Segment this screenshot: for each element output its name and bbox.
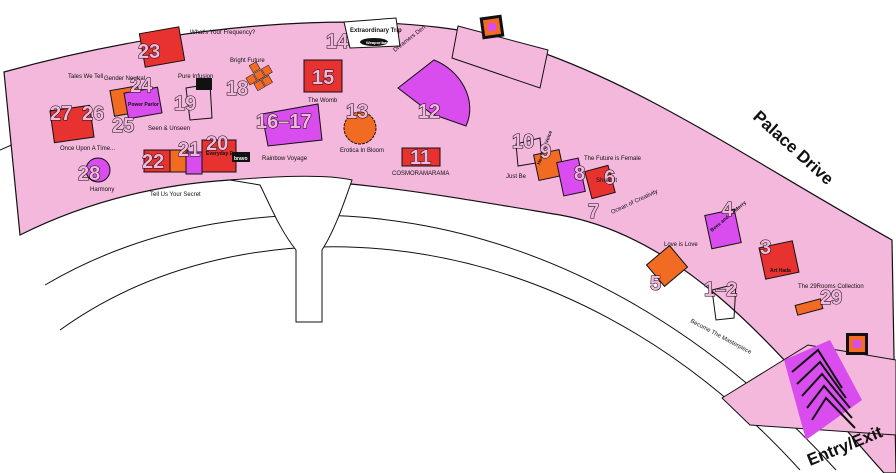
room-27[interactable]: 27 Once Upon A Time... (49, 102, 115, 152)
room-label: Tell Us Your Secret (150, 192, 201, 198)
room-label: Everyday Escape (206, 151, 247, 157)
inner-street-line (59, 246, 801, 471)
room-6[interactable]: 6 Shred It (584, 164, 618, 200)
right-cube-inner (853, 340, 861, 348)
room-label: Love is Love (664, 242, 698, 248)
room-label: What's Your Frequency? (190, 30, 256, 36)
room-number: 23 (138, 41, 160, 63)
room-10[interactable]: 10 Just Be (506, 130, 543, 180)
room-number: 11 (410, 147, 431, 169)
room-label: Pure Infusion (178, 74, 213, 80)
room-label: The Womb (308, 98, 338, 104)
room-24[interactable]: Power Parlor 24 (109, 74, 163, 120)
room-number: 14 (326, 31, 349, 53)
room-11[interactable]: 11 COSMORAMARAMA (392, 146, 449, 177)
room-25[interactable]: 25 Gender Neutral (104, 76, 145, 138)
room-21[interactable]: 21 Seen & Unseen (148, 126, 203, 175)
room-number: 9 (540, 141, 551, 163)
room-18[interactable]: 18 Bright Future (225, 57, 277, 101)
room-label: Bright Future (230, 58, 265, 64)
room-label: Harmony (90, 187, 114, 193)
room-label: Rainbow Voyage (262, 156, 308, 162)
room-number: 12 (418, 101, 440, 123)
room-number: 19 (174, 93, 196, 115)
room-label: Tales We Tell (68, 74, 103, 80)
room-label: Erotica In Bloom (340, 148, 384, 154)
room-number: 28 (78, 163, 100, 185)
top-cube-inner (487, 22, 497, 32)
room-number: 25 (112, 115, 134, 137)
room-label: Once Upon A Time... (60, 146, 115, 152)
room-label: Just Be (506, 174, 527, 180)
room-label: Shred It (596, 178, 617, 184)
room-number: 24 (130, 75, 153, 97)
entry-chevron-icon (784, 340, 862, 440)
room-number: 15 (312, 67, 334, 89)
room-number: 6 (604, 167, 615, 189)
grid-pattern-icon (245, 61, 273, 92)
room-label: Become The Masterpiece (689, 318, 753, 356)
room-number: 8 (574, 163, 585, 185)
room-number: 18 (226, 78, 248, 100)
room-label: The 29Rooms Collection (798, 284, 864, 290)
room-label: Art Hada (770, 268, 791, 274)
room-number: 16–17 (256, 111, 312, 133)
room-number: 3 (760, 237, 771, 259)
room-20[interactable]: Everyday Escape bravo 20 (201, 132, 250, 173)
room-13[interactable]: 13 Erotica In Bloom (340, 100, 384, 154)
room-16-17[interactable]: 16–17 Rainbow Voyage (255, 103, 323, 162)
room-number: 20 (206, 133, 228, 155)
room-3[interactable]: Art Hada 3 (758, 236, 800, 280)
room-5[interactable]: 5 Love is Love (645, 242, 699, 296)
room-15[interactable]: 15 The Womb (303, 59, 343, 104)
room-label: The Future is Female (584, 156, 642, 162)
room-number: 29 (820, 287, 842, 309)
room-23[interactable]: 23 What's Your Frequency? (137, 26, 256, 68)
room-number: 26 (82, 103, 104, 125)
room-8[interactable]: 8 The Future is Female (556, 156, 642, 197)
sponsor-badge: Weaporiban (366, 40, 389, 45)
room-14[interactable]: Weaporiban Extraordinary Trip 14 (325, 17, 402, 54)
room-label: Gender Neutral (104, 76, 145, 82)
room-19[interactable]: 19 Pure Infusion (173, 74, 213, 121)
room-label: Power Parlor (128, 102, 159, 108)
inner-street-line-2 (44, 214, 837, 471)
room-number: 5 (650, 273, 661, 295)
room-number: 1–2 (704, 279, 737, 301)
room-number: 10 (512, 131, 534, 153)
room-label: Seen & Unseen (148, 126, 190, 132)
sponsor-badge: bravo (234, 156, 248, 162)
central-cutout (229, 175, 353, 323)
room-29[interactable]: 29 The 29Rooms Collection (794, 284, 864, 316)
room-28[interactable]: 28 Harmony (77, 157, 114, 193)
room-26[interactable]: 26 Tales We Tell (68, 74, 105, 126)
room-number: 7 (588, 201, 599, 223)
room-number: 13 (346, 101, 368, 123)
room-number: 21 (178, 139, 200, 161)
room-number: 27 (50, 103, 72, 125)
room-number: 22 (142, 151, 164, 173)
room-number: 4 (722, 199, 734, 221)
room-label: COSMORAMARAMA (392, 171, 449, 177)
top-building (451, 25, 549, 89)
room-label: Extraordinary Trip (350, 28, 402, 34)
